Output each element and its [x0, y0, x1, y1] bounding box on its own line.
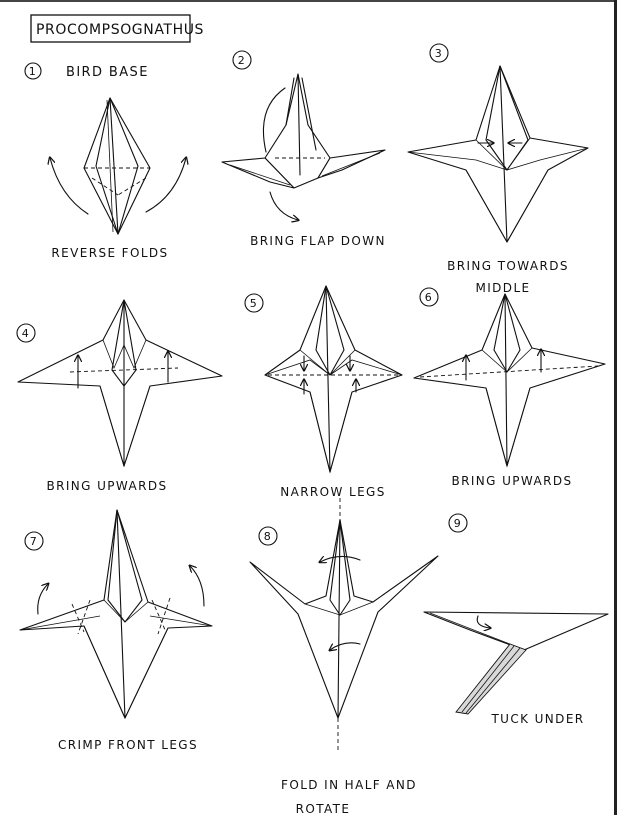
step-number: 2 [238, 54, 246, 67]
step-5: 5 NARROW LEGS [244, 285, 403, 499]
bird-base-figure [83, 97, 151, 235]
bring-upwards-figure [17, 299, 223, 468]
page-title: PROCOMPSOGNATHUS [36, 22, 204, 38]
fold-in-half-figure [249, 519, 439, 719]
crimp-line-right-1 [151, 599, 167, 633]
step-8: 8 FOLD IN HALF AND ROTATE [249, 498, 439, 815]
step-4: 4 BRING UPWARDS [16, 299, 223, 493]
flap-swing-arrow [262, 87, 286, 153]
step-7: 7 CRIMP FRONT LEGS [19, 509, 213, 752]
fold-half-arrow [320, 556, 361, 562]
step-number: 1 [29, 65, 37, 78]
step-caption-line-1: FOLD IN HALF AND [281, 778, 417, 792]
crimp-line-left-2 [77, 599, 91, 635]
bring-upwards-figure-2 [413, 293, 606, 468]
crimp-arrow-right [190, 566, 205, 607]
step-1: 1 BIRD BASE REVERSE FOLDS [24, 62, 186, 260]
step-number-circle [419, 287, 439, 307]
step-caption-line-2: MIDDLE [475, 281, 530, 295]
step-caption: REVERSE FOLDS [51, 246, 168, 260]
crimp-line-left-1 [71, 603, 85, 633]
step-2: 2 BRING FLAP DOWN [221, 50, 386, 248]
step-caption: TUCK UNDER [490, 712, 584, 726]
narrow-legs-figure [264, 285, 403, 474]
title-box: PROCOMPSOGNATHUS [30, 14, 204, 43]
step-number: 3 [435, 47, 443, 60]
step-caption: BRING UPWARDS [451, 474, 572, 488]
step-number: 4 [22, 327, 30, 340]
step-caption: BRING UPWARDS [46, 479, 167, 493]
tuck-arrow [476, 615, 490, 628]
reverse-fold-arrow-left [50, 158, 89, 215]
step-caption: BRING FLAP DOWN [250, 234, 386, 248]
toward-middle-figure [407, 65, 589, 243]
step-number-circle [448, 513, 468, 533]
step-number: 9 [454, 517, 462, 530]
page-top-edge [0, 0, 617, 2]
step-number-circle [258, 526, 278, 546]
step-number-circle [24, 531, 44, 551]
step-9: 9 TUCK UNDER [423, 513, 609, 726]
step-number: 6 [425, 291, 433, 304]
flap-down-figure [221, 73, 386, 189]
step-caption-line-2: ROTATE [296, 802, 351, 815]
step-caption-line-1: BRING TOWARDS [447, 259, 569, 273]
step-number-circle [244, 293, 264, 313]
step-number-circle [232, 50, 252, 70]
step-number: 7 [30, 535, 38, 548]
step-heading: BIRD BASE [66, 65, 149, 80]
step-6: 6 BRING UPWARDS [413, 287, 606, 488]
step-number: 8 [264, 530, 272, 543]
crimp-legs-figure [19, 509, 213, 719]
step-caption: CRIMP FRONT LEGS [58, 738, 198, 752]
crimp-arrow-left [37, 584, 48, 615]
step-number: 5 [250, 297, 258, 310]
step-number-circle [429, 43, 449, 63]
step-3: 3 BRING TOWARDS MIDDLE [407, 43, 589, 295]
reverse-fold-arrow-right [145, 158, 186, 213]
step-caption: NARROW LEGS [280, 485, 386, 499]
tuck-under-figure [423, 611, 609, 715]
crimp-line-right-2 [157, 597, 171, 635]
step-number-circle [16, 323, 36, 343]
rotate-arrow [330, 642, 361, 650]
step-number-circle [24, 62, 42, 80]
page-right-edge [614, 0, 617, 815]
flap-down-arrow [269, 191, 298, 220]
